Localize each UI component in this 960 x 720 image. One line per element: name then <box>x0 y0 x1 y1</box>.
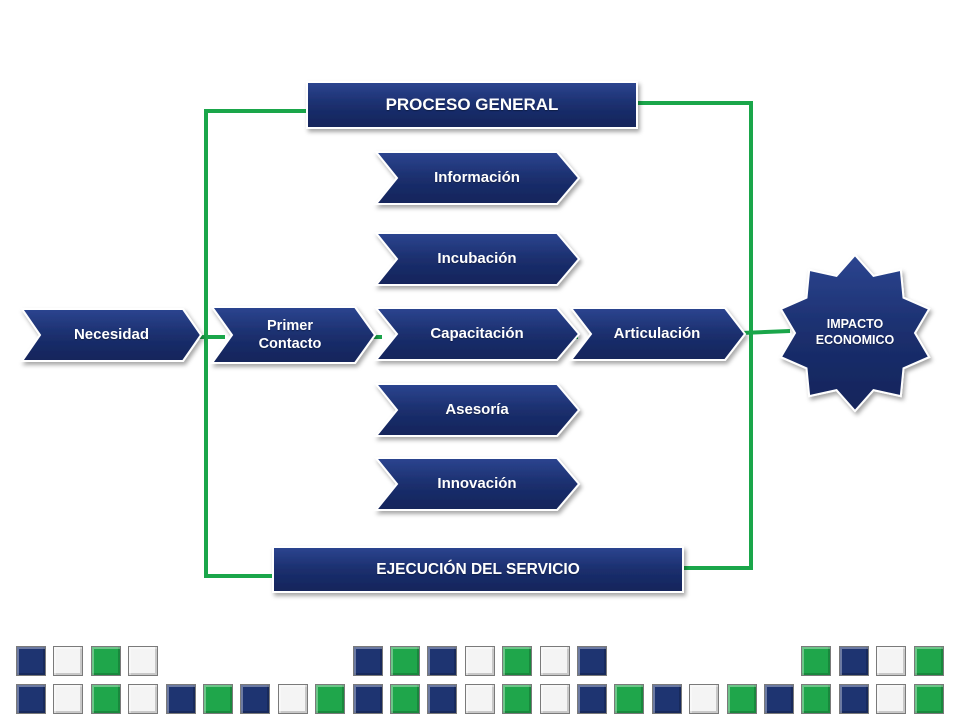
decorative-tile <box>240 684 271 714</box>
decorative-tile <box>913 684 944 714</box>
decorative-tile <box>801 646 832 676</box>
decorative-tile <box>539 684 570 714</box>
decorative-tile <box>16 646 46 676</box>
informacion-label: Información <box>434 168 520 186</box>
necesidad-label: Necesidad <box>73 325 150 343</box>
capacitacion-label: Capacitación <box>430 324 524 342</box>
asesoria-label: Asesoría <box>445 400 509 418</box>
decorative-tile <box>53 646 84 676</box>
connector-right-top <box>637 101 753 333</box>
decorative-tile <box>427 684 458 714</box>
innovacion-chevron <box>373 457 581 511</box>
decorative-tile <box>464 684 495 714</box>
primer-contacto-chevron <box>210 306 377 364</box>
proceso-general-box <box>306 81 638 129</box>
decorative-tile <box>577 684 607 714</box>
ejecucion-servicio-box <box>272 546 684 593</box>
impacto-economico-label: IMPACTO ECONOMICO <box>815 317 895 347</box>
proceso-general-label: PROCESO GENERAL <box>385 95 559 115</box>
asesoria-chevron <box>373 383 581 437</box>
decorative-tile <box>53 684 84 714</box>
decorative-tile <box>913 646 944 676</box>
articulacion-chevron <box>568 307 747 361</box>
connector-articulacion-impacto <box>740 329 791 335</box>
decorative-tile <box>801 684 832 714</box>
decorative-tile <box>390 646 420 676</box>
decorative-tile <box>651 684 682 714</box>
decorative-tile <box>577 646 607 676</box>
decorative-tile <box>876 684 907 714</box>
primer-contacto-label: Primer Contacto <box>258 317 322 352</box>
decorative-tile <box>539 646 570 676</box>
decorative-tile <box>277 684 308 714</box>
decorative-tile <box>90 684 121 714</box>
decorative-tile <box>876 646 907 676</box>
decorative-tile <box>390 684 420 714</box>
necesidad-chevron <box>20 308 203 362</box>
innovacion-label: Innovación <box>437 474 517 492</box>
informacion-chevron <box>373 151 581 205</box>
connector-left-bottom <box>204 337 273 578</box>
capacitacion-chevron <box>373 307 581 361</box>
impacto-economico-star <box>779 253 931 413</box>
decorative-tile <box>427 646 458 676</box>
ejecucion-servicio-label: EJECUCIÓN DEL SERVICIO <box>376 560 580 578</box>
decorative-tile <box>838 684 869 714</box>
decorative-tile <box>502 684 533 714</box>
decorative-tile <box>352 684 383 714</box>
articulacion-label: Articulación <box>613 324 701 342</box>
decorative-tile <box>315 684 346 714</box>
decorative-tile <box>726 684 757 714</box>
decorative-tile <box>165 684 196 714</box>
decorative-tile <box>203 684 233 714</box>
decorative-tile <box>464 646 495 676</box>
incubacion-chevron <box>373 232 581 286</box>
connector-right-bottom <box>679 333 753 570</box>
decorative-tile <box>128 646 159 676</box>
incubacion-label: Incubación <box>437 249 517 267</box>
decorative-tile <box>764 684 794 714</box>
decorative-tile <box>90 646 121 676</box>
decorative-tile <box>352 646 383 676</box>
decorative-tile <box>502 646 533 676</box>
connector-left-top <box>204 109 307 337</box>
decorative-tile <box>689 684 720 714</box>
decorative-tile <box>614 684 645 714</box>
decorative-tile <box>128 684 159 714</box>
decorative-tile <box>16 684 46 714</box>
decorative-tile <box>838 646 869 676</box>
